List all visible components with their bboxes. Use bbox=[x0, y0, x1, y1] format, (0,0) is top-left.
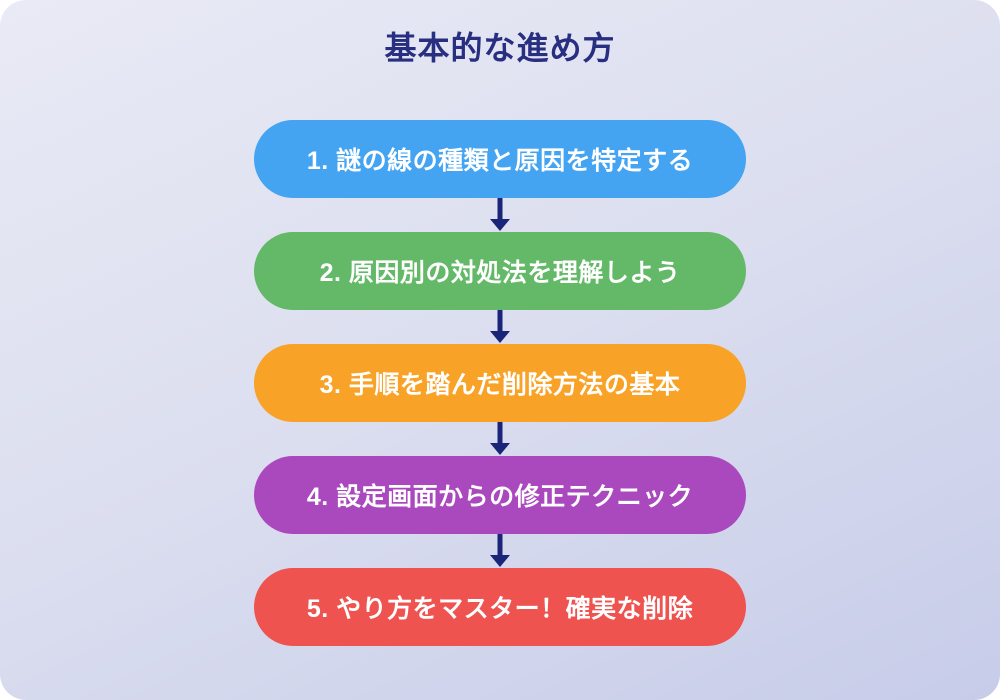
down-arrow-icon bbox=[487, 534, 513, 568]
flowchart: 1. 謎の線の種類と原因を特定する 2. 原因別の対処法を理解しよう 3. 手順… bbox=[254, 120, 746, 646]
down-arrow-icon bbox=[487, 310, 513, 344]
step-pill-5: 5. やり方をマスター！確実な削除 bbox=[254, 568, 746, 646]
step-pill-1: 1. 謎の線の種類と原因を特定する bbox=[254, 120, 746, 198]
down-arrow-icon bbox=[487, 422, 513, 456]
step-pill-4: 4. 設定画面からの修正テクニック bbox=[254, 456, 746, 534]
step-pill-2: 2. 原因別の対処法を理解しよう bbox=[254, 232, 746, 310]
step-pill-3: 3. 手順を踏んだ削除方法の基本 bbox=[254, 344, 746, 422]
down-arrow-icon bbox=[487, 198, 513, 232]
page-title: 基本的な進め方 bbox=[384, 30, 616, 66]
